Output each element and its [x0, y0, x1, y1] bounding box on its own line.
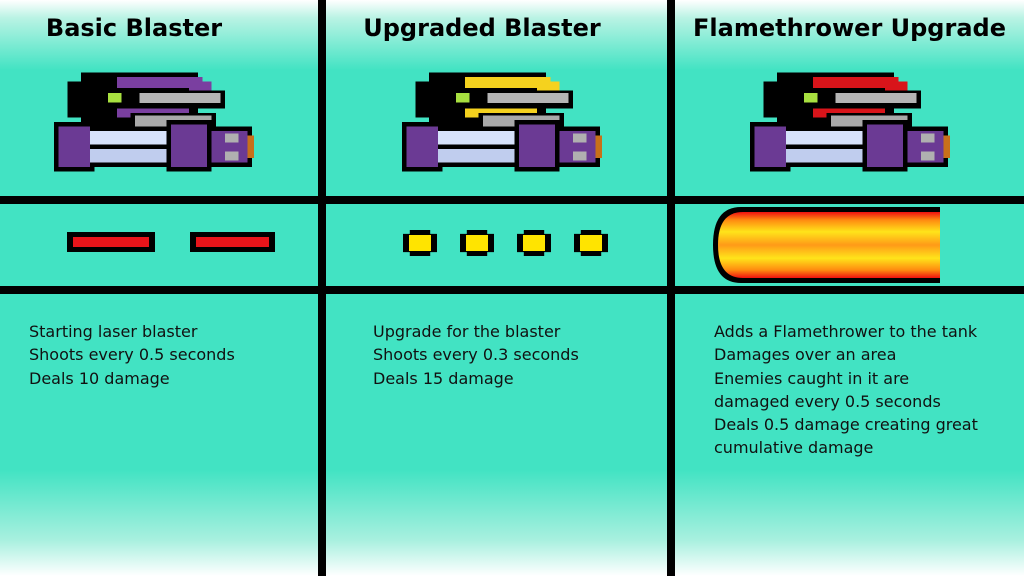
description-line: Upgrade for the blaster — [373, 322, 561, 341]
bullet-projectile — [574, 230, 608, 256]
sprite-mid-block — [867, 124, 903, 167]
row-divider-1 — [0, 196, 1024, 204]
sprite-barrel-top — [117, 77, 203, 88]
sprite-tube — [786, 131, 863, 145]
sprite-eye — [804, 92, 818, 103]
sprite-left-cap — [406, 126, 438, 167]
description-line: Adds a Flamethrower to the tank — [714, 322, 978, 341]
sprite-rear-gray — [225, 133, 239, 143]
title-basic-blaster: Basic Blaster — [45, 14, 223, 42]
description-line: Enemies caught in it are — [714, 368, 910, 388]
sprite-tip — [595, 135, 602, 158]
sprite-barrel-top-end — [189, 81, 212, 93]
sprite-gray-barrel — [139, 93, 221, 104]
sprite-gray-barrel — [487, 93, 569, 104]
bullet-projectile — [517, 230, 551, 256]
description-line: damaged every 0.5 seconds — [714, 391, 941, 411]
sprite-rear-gray — [921, 133, 935, 143]
sprite-barrel-top — [465, 77, 551, 88]
sprite-barrel-top-end — [537, 81, 560, 93]
sprite-rear-gray — [573, 133, 587, 143]
description-line: Shoots every 0.3 seconds — [373, 345, 579, 365]
description-line: Deals 10 damage — [29, 368, 170, 388]
title-flamethrower-upgrade: Flamethrower Upgrade — [693, 14, 1006, 42]
sprite-tip — [943, 135, 950, 158]
sprite-rear-gray — [225, 151, 239, 161]
sprite-tube-shade — [438, 149, 515, 163]
sprite-left-cap — [754, 126, 786, 167]
description-line: Damages over an area — [714, 345, 897, 365]
sprite-claw — [415, 81, 443, 118]
sprite-gray-barrel — [835, 93, 917, 104]
sprite-tube-shade — [90, 149, 167, 163]
basic-blaster-sprite — [54, 72, 254, 172]
flamethrower-sprite — [750, 72, 950, 172]
sprite-claw — [763, 81, 791, 118]
sprite-left-cap — [58, 126, 90, 167]
sprite-barrel-top-end — [885, 81, 908, 93]
laser-projectile — [67, 232, 155, 252]
sprite-tube-shade — [786, 149, 863, 163]
sprite-mid-block — [519, 124, 555, 167]
sprite-tube — [438, 131, 515, 145]
sprite-claw — [67, 81, 95, 118]
flame-projectile — [713, 207, 940, 283]
description-line: Starting laser blaster — [29, 322, 198, 341]
laser-projectile — [190, 232, 275, 252]
bullet-projectile — [403, 230, 437, 256]
row-divider-2 — [0, 286, 1024, 294]
sprite-eye — [456, 92, 470, 103]
sprite-eye — [108, 92, 122, 103]
description-line: Deals 15 damage — [373, 368, 514, 388]
description-line: cumulative damage — [714, 438, 874, 458]
sprite-barrel-top — [813, 77, 899, 88]
sprite-mid-block — [171, 124, 207, 167]
upgraded-blaster-sprite — [402, 72, 602, 172]
sprite-rear-gray — [921, 151, 935, 161]
sprite-rear-gray — [573, 151, 587, 161]
description-line: Shoots every 0.5 seconds — [29, 345, 235, 365]
sprite-tip — [247, 135, 254, 158]
bullet-projectile — [460, 230, 494, 256]
sprite-tube — [90, 131, 167, 145]
title-upgraded-blaster: Upgraded Blaster — [363, 14, 601, 42]
description-line: Deals 0.5 damage creating great — [714, 415, 978, 435]
